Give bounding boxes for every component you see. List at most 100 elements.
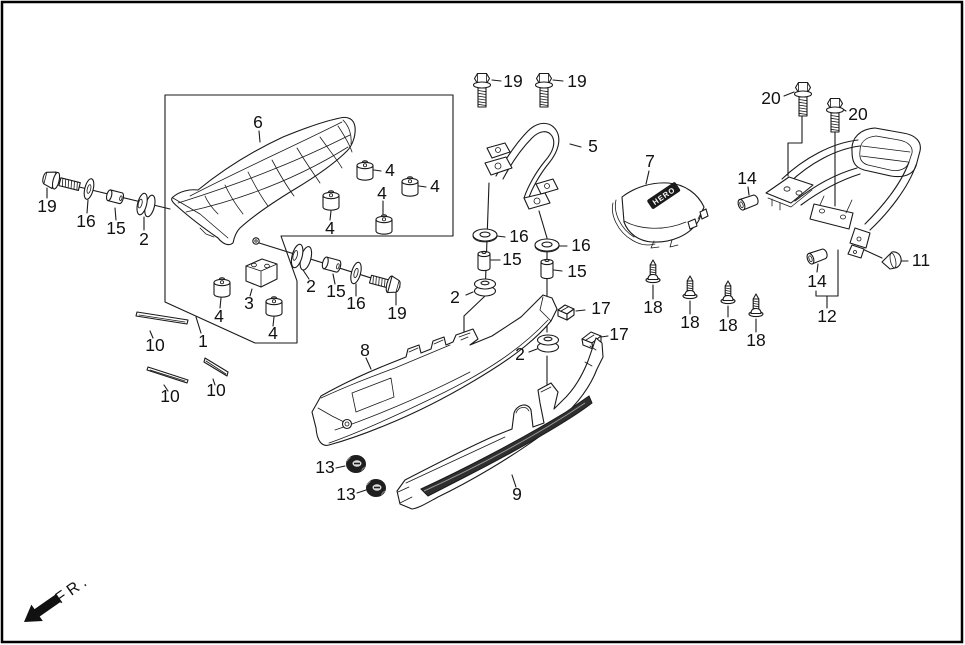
bushing-14-b (805, 247, 830, 266)
left-mount-fasteners (42, 171, 156, 218)
spacer-15-stack-right (540, 258, 554, 280)
flange-bolt-19-left (42, 171, 81, 191)
screws-part-18 (645, 259, 764, 318)
callout-18-c: 18 (718, 315, 737, 335)
callout-10-a: 10 (145, 335, 165, 355)
grommet-13-a (345, 454, 367, 474)
assembly-box-part-1 (164, 94, 454, 344)
callout-4-e: 4 (214, 306, 224, 326)
strips-part-10 (135, 311, 229, 384)
grommet-2-stack-right (536, 334, 560, 353)
callout-8: 8 (360, 340, 370, 360)
spacer-15-inner (321, 256, 342, 273)
callout-16-c: 16 (509, 226, 528, 246)
screw-18-d (748, 293, 764, 318)
fr-direction-indicator: FR. (24, 572, 94, 622)
callout-3: 3 (244, 293, 254, 313)
flange-bolt-19-top-a (472, 72, 492, 108)
fr-label: FR. (53, 572, 94, 608)
washer-16-inner (350, 261, 362, 285)
carrier-center-bracket (809, 203, 854, 230)
callout-10-c: 10 (206, 380, 226, 400)
cap-nut-4-a (356, 160, 374, 181)
callout-15-b: 15 (326, 281, 345, 301)
callout-2-b: 2 (306, 276, 316, 296)
callout-2-d: 2 (515, 344, 525, 364)
flange-bolt-19-top-b (534, 72, 554, 108)
bushing-14-a (736, 193, 761, 212)
callout-16-a: 16 (76, 211, 95, 231)
callout-15-a: 15 (106, 218, 125, 238)
callout-4-c: 4 (325, 218, 335, 238)
seat-rear-mount-tab (252, 237, 260, 245)
callout-12: 12 (817, 306, 836, 326)
callout-14-b: 14 (807, 271, 827, 291)
callout-19-a: 19 (37, 196, 56, 216)
flange-bolt-19-inner (368, 274, 401, 294)
callout-10-b: 10 (160, 386, 180, 406)
flange-bolt-20-b (825, 97, 845, 133)
cap-nut-4-b (401, 176, 419, 197)
callout-17-a: 17 (591, 298, 610, 318)
callout-16-b: 16 (346, 293, 365, 313)
screw-18-b (682, 275, 698, 300)
callout-4-a: 4 (385, 160, 395, 180)
carrier-foot (849, 227, 871, 249)
callout-15-c: 15 (502, 249, 521, 269)
callout-18-a: 18 (643, 297, 662, 317)
side-cover-part-8 (311, 294, 558, 446)
seat-front-hook (199, 227, 215, 238)
cap-nut-4-f (265, 296, 283, 317)
clip-17-a (557, 304, 575, 321)
inner-mount-fasteners (290, 243, 401, 294)
callout-6: 6 (253, 112, 263, 132)
callout-16-d: 16 (571, 235, 590, 255)
callout-7: 7 (645, 151, 655, 171)
callout-17-b: 17 (609, 324, 628, 344)
cap-nut-4-e (213, 277, 231, 298)
callout-20-a: 20 (761, 88, 781, 108)
callout-19-d: 19 (567, 71, 586, 91)
callout-9: 9 (512, 484, 522, 504)
callout-20-b: 20 (848, 104, 868, 124)
fr-arrow-icon (24, 594, 61, 622)
grommet-2-stack-left (473, 278, 497, 297)
flange-bolt-20-a (793, 81, 813, 117)
seat-part-6 (171, 116, 356, 246)
cap-nut-4-d (375, 214, 393, 235)
tail-cover-part-7: HERO (611, 182, 709, 249)
spacer-15-stack-left (477, 250, 491, 272)
callout-5: 5 (588, 136, 598, 156)
callout-2-c: 2 (450, 287, 460, 307)
cover-dark-stripe (420, 395, 593, 497)
callout-11: 11 (912, 250, 930, 270)
screw-18-c (720, 280, 736, 305)
carrier-part-12 (736, 81, 921, 270)
washer-16-left (83, 178, 95, 200)
washer-16-stack-left (472, 228, 498, 243)
callout-13-b: 13 (336, 484, 355, 504)
callout-4-d: 4 (377, 183, 387, 203)
callout-19-c: 19 (503, 71, 522, 91)
spacer-15-left (105, 189, 125, 205)
bracket-part-5 (484, 122, 560, 210)
screw-18-a (645, 259, 661, 284)
grommet-2-left (136, 192, 156, 218)
callout-18-d: 18 (746, 330, 765, 350)
callout-18-b: 18 (680, 312, 699, 332)
grommet-2-inner (290, 243, 313, 271)
washer-16-stack-right (534, 238, 560, 253)
callout-1: 1 (198, 331, 208, 351)
cap-nut-4-c (322, 190, 340, 211)
callout-19-b: 19 (387, 303, 406, 323)
callouts: 1 2 2 2 2 3 4 4 4 4 4 4 5 6 7 8 9 10 10 … (37, 71, 930, 504)
side-cover-part-9 (396, 337, 604, 510)
callout-2-a: 2 (139, 229, 149, 249)
callout-15-d: 15 (567, 261, 586, 281)
cap-11 (881, 251, 902, 270)
callout-13-a: 13 (315, 457, 334, 477)
callout-4-f: 4 (268, 323, 278, 343)
